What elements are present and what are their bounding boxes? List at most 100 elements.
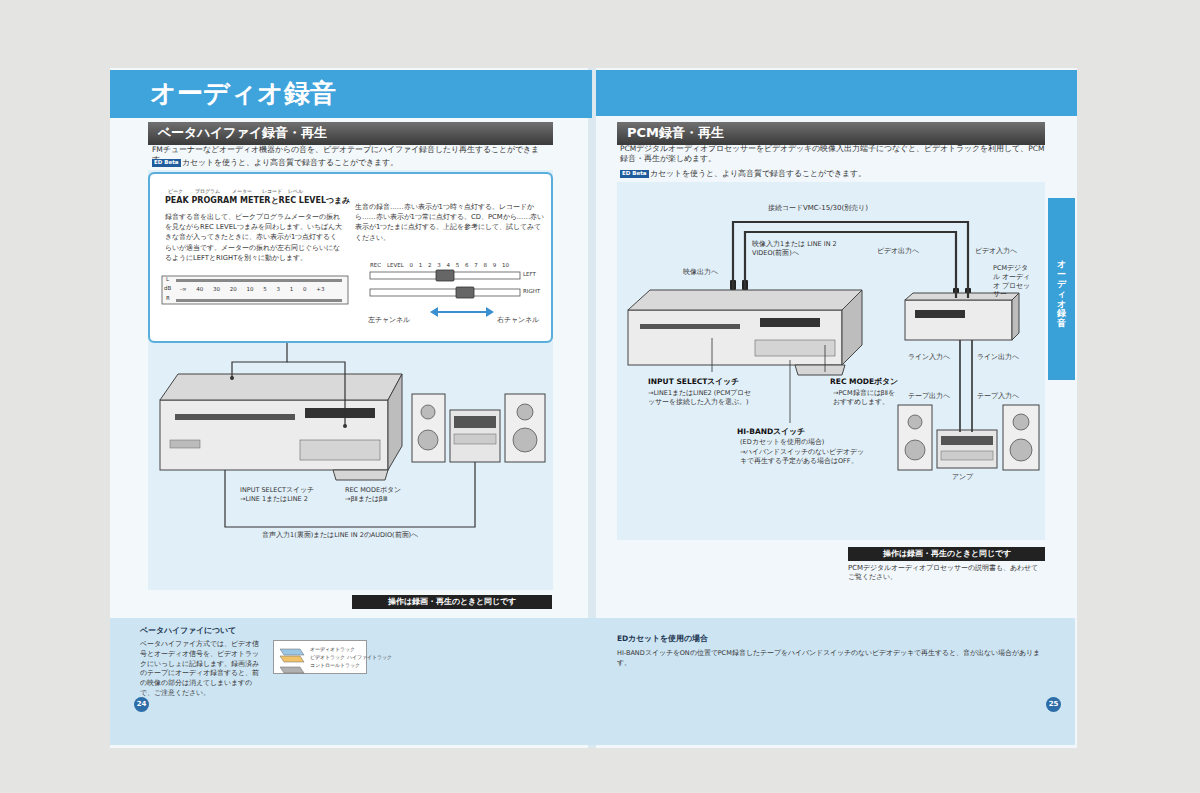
intro-text: カセットを使うと、より高音質で録音することができます。 <box>650 169 1040 179</box>
node-heading: 操作は録画・再生のときと同じです <box>356 597 548 607</box>
speaker-cone <box>1013 414 1029 430</box>
leader-line <box>825 345 826 372</box>
node-body: HI-BANDスイッチをONの位置でPCM録音したテープをハイバンドスイッチのな… <box>617 649 1047 669</box>
node-heading: オーディオトラック <box>310 645 363 653</box>
tuner-display <box>941 436 993 445</box>
ruby: プログラム <box>195 188 220 195</box>
callout: REC MODEボタン →βⅡまたはβⅢ <box>345 486 405 504</box>
meter-scale: -∞ 40 30 20 10 5 3 1 0 +3 <box>180 286 324 293</box>
callout: (EDカセットを使用の場合) <box>740 438 824 447</box>
header-band <box>110 70 592 118</box>
section-bar: PCM録音・再生 <box>617 122 1045 145</box>
speaker-cone <box>421 405 435 419</box>
connection-label: 音声入力1(裏面)またはLINE IN 2のAUDIO(前面)へ <box>262 531 418 540</box>
connection-label: テープ出力へ <box>908 392 950 401</box>
audio-cable <box>971 340 973 432</box>
speaker-cone <box>418 430 438 450</box>
vcr-top <box>160 374 402 400</box>
node-heading: ベータハイファイ録音・再生 <box>158 125 543 142</box>
format-logo: ED Beta <box>152 159 181 167</box>
leader-line <box>287 362 345 426</box>
leader-dot <box>230 376 234 380</box>
peak-meter <box>162 276 348 304</box>
vcr-front <box>160 400 388 470</box>
illustration-panel <box>148 170 553 590</box>
node-body: ビデオトラック ハイファイトラック <box>310 653 363 661</box>
speaker <box>412 394 445 462</box>
page-title: オーディオ録音 <box>150 76 336 111</box>
illustration-panel <box>617 182 1045 540</box>
intro-text: PCMデジタルオーディオプロセッサーをビデオデッキの映像入出力端子につなぐと、ビ… <box>620 144 1045 164</box>
device-label: PCMデジタル オーディオ プロセッサー <box>993 264 1035 299</box>
vcr-display <box>305 408 375 418</box>
meter-unit: dB <box>164 285 171 292</box>
cassette-slot <box>175 414 295 420</box>
speaker <box>898 405 932 470</box>
node-heading: オーディオ録音 <box>1057 260 1066 329</box>
vcr-door <box>795 365 845 375</box>
audio-cable <box>959 340 961 432</box>
track-band <box>280 656 304 662</box>
node-heading: PCM録音・再生 <box>627 125 1035 142</box>
audio-cable <box>225 462 475 527</box>
speaker-cone <box>905 440 925 460</box>
page-number: 24 <box>134 697 149 712</box>
side-tab: オーディオ録音 <box>1048 198 1075 380</box>
callout: →ハイバンドスイッチのないビデオデッキで再生する予定がある場合はOFF。 <box>740 448 865 466</box>
callout-heading: HI-BANDスイッチ <box>737 427 805 437</box>
header-band <box>596 70 1077 116</box>
callout: →PCM録音にはβⅡをおすすめします。 <box>833 389 895 407</box>
level-knob <box>456 287 474 298</box>
control-panel <box>300 440 380 460</box>
pcm-side <box>1012 293 1019 340</box>
connection-label: ビデオ入力へ <box>975 247 1017 256</box>
node-heading: PEAK PROGRAM METERとREC LEVELつまみ <box>165 196 350 206</box>
node-body: コントロールトラック <box>310 661 363 669</box>
callout-heading: INPUT SELECTスイッチ <box>648 377 739 387</box>
leader-line <box>232 343 287 378</box>
amplifier <box>937 430 997 468</box>
level-channel: RIGHT <box>523 288 540 295</box>
meter-channel: L <box>166 276 169 283</box>
note-band: EDカセットを使用の場合HI-BANDスイッチをONの位置でPCM録音したテープ… <box>592 618 1075 745</box>
track-band <box>280 667 304 673</box>
amplifier <box>450 410 500 462</box>
tuner-display <box>454 416 496 428</box>
level-knob <box>436 270 454 281</box>
leader-line <box>712 338 713 372</box>
node-body: ベータハイファイ方式では、ビデオ信号とオーディオ信号を、ビデオトラックにいっしょ… <box>140 640 265 699</box>
speaker <box>1003 405 1039 470</box>
track-figure: オーディオトラックビデオトラック ハイファイトラックコントロールトラック <box>273 640 367 674</box>
callout: →LINE1またはLINE2 (PCMプロセッサーを接続した入力を選ぶ。) <box>648 389 756 407</box>
channel-arrow <box>438 311 486 313</box>
meter-bar <box>176 299 342 302</box>
leader-line <box>790 360 791 423</box>
level-channel: LEFT <box>523 271 536 278</box>
connection-label: ビデオ出力へ <box>877 247 919 256</box>
callout-heading: REC MODEボタン <box>830 377 898 387</box>
connection-label: 映像入力1または LINE IN 2 VIDEO(前面)へ <box>752 240 847 258</box>
connection-label: 映像出力へ <box>683 268 718 277</box>
meter-bar <box>176 279 342 282</box>
node-heading: 操作は録画・再生のときと同じです <box>852 549 1041 559</box>
arrow-head <box>430 307 438 317</box>
pcm-processor <box>905 300 1012 340</box>
pcm-display <box>915 310 965 318</box>
video-cable <box>745 232 956 298</box>
speaker-cone <box>1010 439 1032 461</box>
cassette-deck <box>454 434 496 444</box>
video-cable <box>733 222 968 298</box>
vcr-front <box>628 310 842 365</box>
speaker-cone <box>513 428 537 452</box>
panel-fill <box>150 174 551 341</box>
vcr-door <box>333 470 388 480</box>
vcr-side <box>388 374 402 470</box>
arrow-head <box>486 307 494 317</box>
control-panel <box>755 340 835 356</box>
device-label: アンプ <box>952 473 973 482</box>
section-bar: ベータハイファイ録音・再生 <box>148 122 553 145</box>
channel-label: 右チャンネル <box>497 316 539 325</box>
format-logo: ED Beta <box>620 170 649 178</box>
page-sheet <box>592 68 1077 748</box>
